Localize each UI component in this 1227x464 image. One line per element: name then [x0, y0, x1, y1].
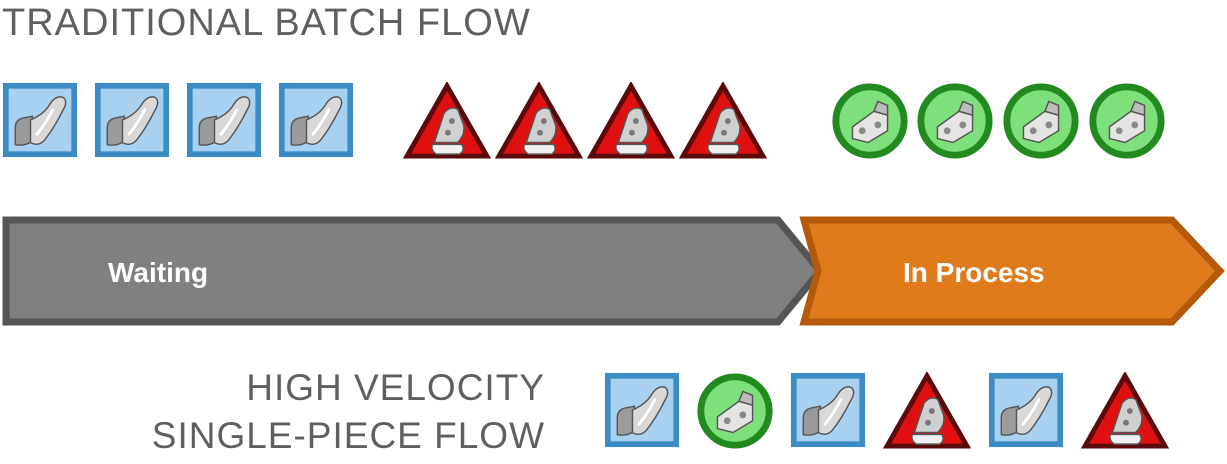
hook-part-square-icon [94, 82, 170, 158]
plate-part-circle-icon [1002, 82, 1080, 160]
in-process-label: In Process [903, 257, 1045, 288]
bracket-part-triangle-icon [494, 82, 584, 160]
process-stage-arrows: Waiting In Process [2, 216, 1225, 326]
single-piece-token-row [0, 372, 1227, 452]
single-piece-title-line1: HIGH VELOCITY [246, 367, 545, 408]
batch-token-row [0, 82, 1227, 162]
waiting-label: Waiting [108, 257, 208, 288]
batch-flow-title: TRADITIONAL BATCH FLOW [2, 2, 531, 44]
hook-part-square-icon [278, 82, 354, 158]
in-process-arrow [799, 216, 1225, 326]
hook-part-square-icon [604, 372, 680, 448]
bracket-part-triangle-icon [402, 82, 492, 160]
bracket-part-triangle-icon [882, 372, 972, 450]
bracket-part-triangle-icon [586, 82, 676, 160]
waiting-arrow [2, 216, 825, 326]
hook-part-square-icon [988, 372, 1064, 448]
hook-part-square-icon [790, 372, 866, 448]
bracket-part-triangle-icon [678, 82, 768, 160]
bracket-part-triangle-icon [1080, 372, 1170, 450]
hook-part-square-icon [2, 82, 78, 158]
hook-part-square-icon [186, 82, 262, 158]
plate-part-circle-icon [1088, 82, 1166, 160]
single-piece-title-line2: SINGLE-PIECE FLOW [151, 415, 545, 456]
single-piece-flow-title: HIGH VELOCITY SINGLE-PIECE FLOW [152, 364, 545, 460]
plate-part-circle-icon [696, 372, 774, 450]
plate-part-circle-icon [916, 82, 994, 160]
plate-part-circle-icon [831, 82, 909, 160]
